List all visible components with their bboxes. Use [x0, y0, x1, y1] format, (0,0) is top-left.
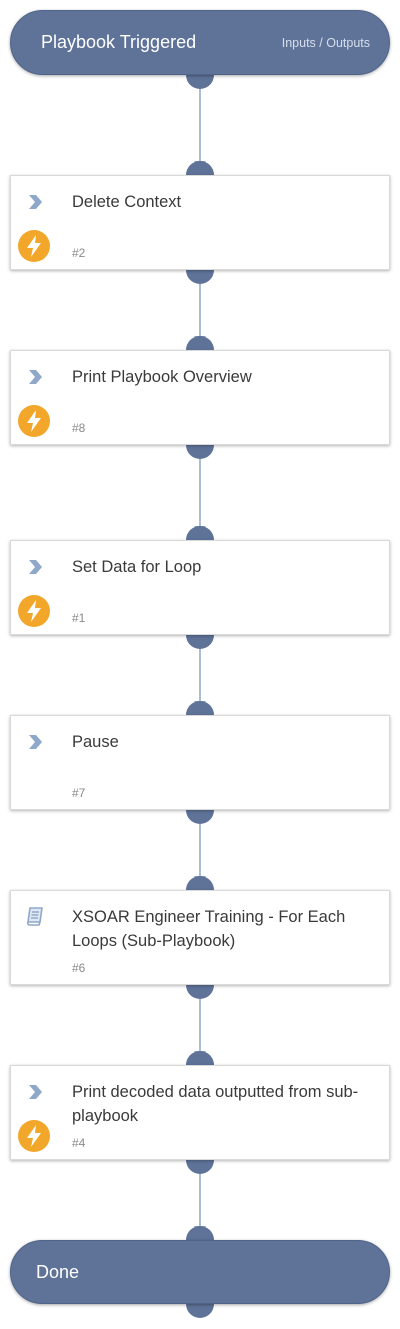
- task-number: #2: [72, 246, 86, 260]
- inputs-outputs-link[interactable]: Inputs / Outputs: [281, 36, 370, 50]
- task-card[interactable]: Print decoded data outputted from sub-pl…: [10, 1065, 390, 1160]
- connection-port: [186, 876, 214, 890]
- task-card[interactable]: Delete Context #2: [10, 175, 390, 270]
- task-name: Delete Context: [72, 193, 182, 211]
- automation-icon: [18, 595, 50, 627]
- connection-port: [186, 635, 214, 649]
- task-name: Set Data for Loop: [72, 558, 202, 576]
- task-name: Pause: [72, 733, 119, 751]
- connection-port: [186, 701, 214, 715]
- automation-icon: [18, 230, 50, 262]
- task-card[interactable]: Print Playbook Overview #8: [10, 350, 390, 445]
- task-number: #6: [72, 961, 86, 975]
- connection-port: [186, 1304, 214, 1318]
- connection-port: [186, 161, 214, 175]
- start-node-title: Playbook Triggered: [41, 32, 197, 52]
- chevron-icon: [29, 195, 42, 209]
- connection-port: [186, 445, 214, 459]
- chevron-icon: [29, 1085, 42, 1099]
- connection-port: [186, 270, 214, 284]
- task-card[interactable]: Set Data for Loop #1: [10, 540, 390, 635]
- start-node[interactable]: Playbook Triggered Inputs / Outputs: [10, 10, 390, 75]
- book-icon: [26, 907, 43, 926]
- connection-port: [186, 336, 214, 350]
- task-card[interactable]: Pause #7: [10, 715, 390, 810]
- chevron-icon: [29, 560, 42, 574]
- connection-port: [186, 526, 214, 540]
- connection-port: [186, 1160, 214, 1174]
- task-name: Print decoded data outputted from sub-pl…: [72, 1083, 359, 1125]
- task-name: Print Playbook Overview: [72, 368, 252, 386]
- automation-icon: [18, 405, 50, 437]
- connection-port: [186, 1051, 214, 1065]
- task-card[interactable]: XSOAR Engineer Training - For Each Loops…: [10, 890, 390, 985]
- chevron-icon: [29, 370, 42, 384]
- task-name: XSOAR Engineer Training - For Each Loops…: [72, 908, 346, 950]
- connection-port: [186, 810, 214, 824]
- end-node[interactable]: Done: [10, 1240, 390, 1304]
- connection-port: [186, 985, 214, 999]
- automation-icon: [18, 1120, 50, 1152]
- end-node-title: Done: [36, 1262, 80, 1282]
- connection-port: [186, 75, 214, 89]
- task-number: #7: [72, 786, 86, 800]
- chevron-icon: [29, 735, 42, 749]
- task-number: #8: [72, 421, 86, 435]
- connection-port: [186, 1226, 214, 1240]
- task-number: #4: [72, 1136, 86, 1150]
- task-number: #1: [72, 611, 86, 625]
